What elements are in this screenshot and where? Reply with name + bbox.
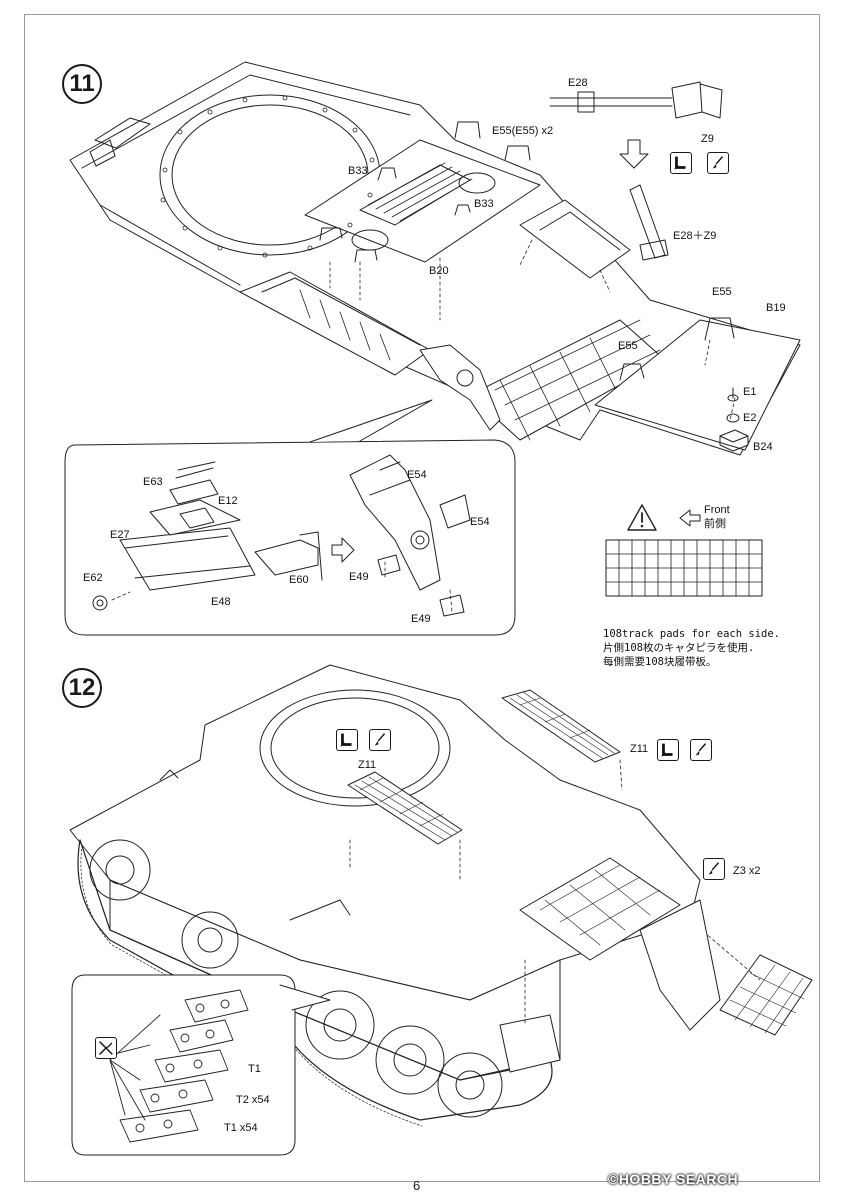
step11-inset-balloon — [64, 399, 516, 636]
part-label: E12 — [218, 495, 238, 507]
front-direction-label: Front — [704, 504, 730, 516]
step-number-badge: 11 — [62, 64, 102, 104]
cement-icon — [336, 729, 358, 751]
part-label: E60 — [289, 574, 309, 586]
step12-inset-balloon — [71, 974, 331, 1156]
part-label: Z3 x2 — [733, 865, 761, 877]
step-number-badge: 12 — [62, 668, 102, 708]
watermark: ©HOBBY SEARCH — [608, 1171, 739, 1187]
part-label: B20 — [429, 265, 449, 277]
cement-icon — [670, 152, 692, 174]
track-count-note: 108track pads for each side. 片側108枚のキャタピ… — [603, 627, 780, 670]
front-direction-label: 前側 — [704, 518, 726, 530]
part-label: E62 — [83, 572, 103, 584]
part-label: B33 — [348, 165, 368, 177]
track-orientation-diagram — [605, 504, 763, 597]
note-line: 108track pads for each side. — [603, 628, 781, 640]
part-label: E28 — [568, 77, 588, 89]
knife-cut-icon — [95, 1037, 117, 1059]
part-label: E48 — [211, 596, 231, 608]
part-label: B19 — [766, 302, 786, 314]
part-label: E2 — [743, 412, 757, 424]
paint-brush-icon — [703, 858, 725, 880]
part-label: E1 — [743, 386, 757, 398]
cement-icon — [657, 739, 679, 761]
part-label: E49 — [349, 571, 369, 583]
step12-tank — [69, 664, 813, 1127]
page-frame — [24, 14, 820, 1182]
part-label: E55 — [618, 340, 638, 352]
part-label: T1 — [248, 1063, 261, 1075]
part-label: B24 — [753, 441, 773, 453]
part-label: E54 — [407, 469, 427, 481]
part-label: E27 — [110, 529, 130, 541]
part-label: Z9 — [701, 133, 714, 145]
note-line: 片側108枚のキャタピラを使用. — [603, 642, 755, 655]
part-label: E49 — [411, 613, 431, 625]
part-label: E28＋Z9 — [673, 230, 717, 242]
part-label: T2 x54 — [236, 1094, 270, 1106]
part-label: T1 x54 — [224, 1122, 258, 1134]
part-label: B33 — [474, 198, 494, 210]
paint-brush-icon — [707, 152, 729, 174]
part-label: E54 — [470, 516, 490, 528]
part-label: Z11 — [358, 759, 377, 771]
part-label: E63 — [143, 476, 163, 488]
step11-upper-hull — [69, 61, 801, 456]
page-number: 6 — [413, 1178, 421, 1193]
paint-brush-icon — [690, 739, 712, 761]
part-label: Z11 — [630, 743, 649, 755]
part-label: E55(E55) x2 — [492, 125, 554, 137]
part-label: E55 — [712, 286, 732, 298]
note-line: 每側需要108块履带板。 — [603, 656, 717, 669]
paint-brush-icon — [369, 729, 391, 751]
